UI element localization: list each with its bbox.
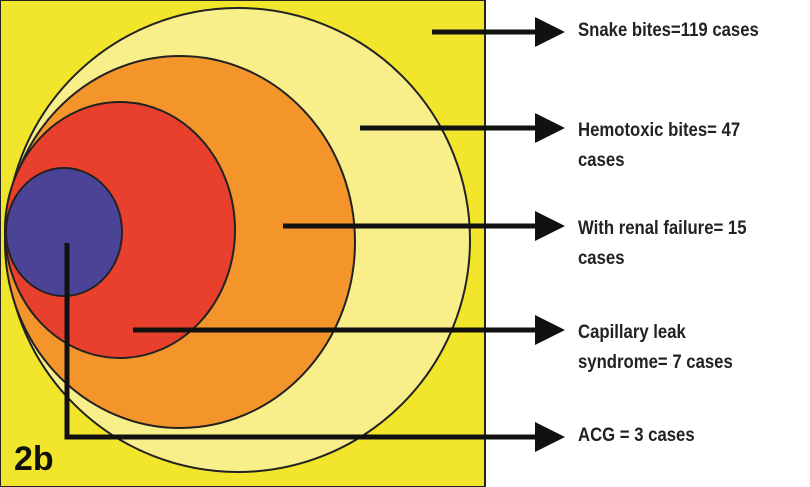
label-renal-failure: With renal failure= 15 cases xyxy=(578,214,747,274)
arrow-acg xyxy=(64,243,565,452)
label-hemotoxic: Hemotoxic bites= 47 cases xyxy=(578,116,740,176)
panel-tag: 2b xyxy=(14,440,54,478)
label-line: Capillary leak xyxy=(578,322,686,343)
label-line: Snake bites=119 cases xyxy=(578,20,759,41)
label-line: cases xyxy=(578,248,625,269)
label-line: With renal failure= 15 xyxy=(578,218,747,239)
label-line: ACG = 3 cases xyxy=(578,425,695,446)
label-snake-bites: Snake bites=119 cases xyxy=(578,16,759,46)
label-acg: ACG = 3 cases xyxy=(578,421,695,451)
label-line: cases xyxy=(578,150,625,171)
label-line: Hemotoxic bites= 47 xyxy=(578,120,741,141)
label-line: syndrome= 7 cases xyxy=(578,352,733,373)
circle-capillary-leak xyxy=(5,167,123,297)
label-capillary-leak: Capillary leak syndrome= 7 cases xyxy=(578,318,733,378)
